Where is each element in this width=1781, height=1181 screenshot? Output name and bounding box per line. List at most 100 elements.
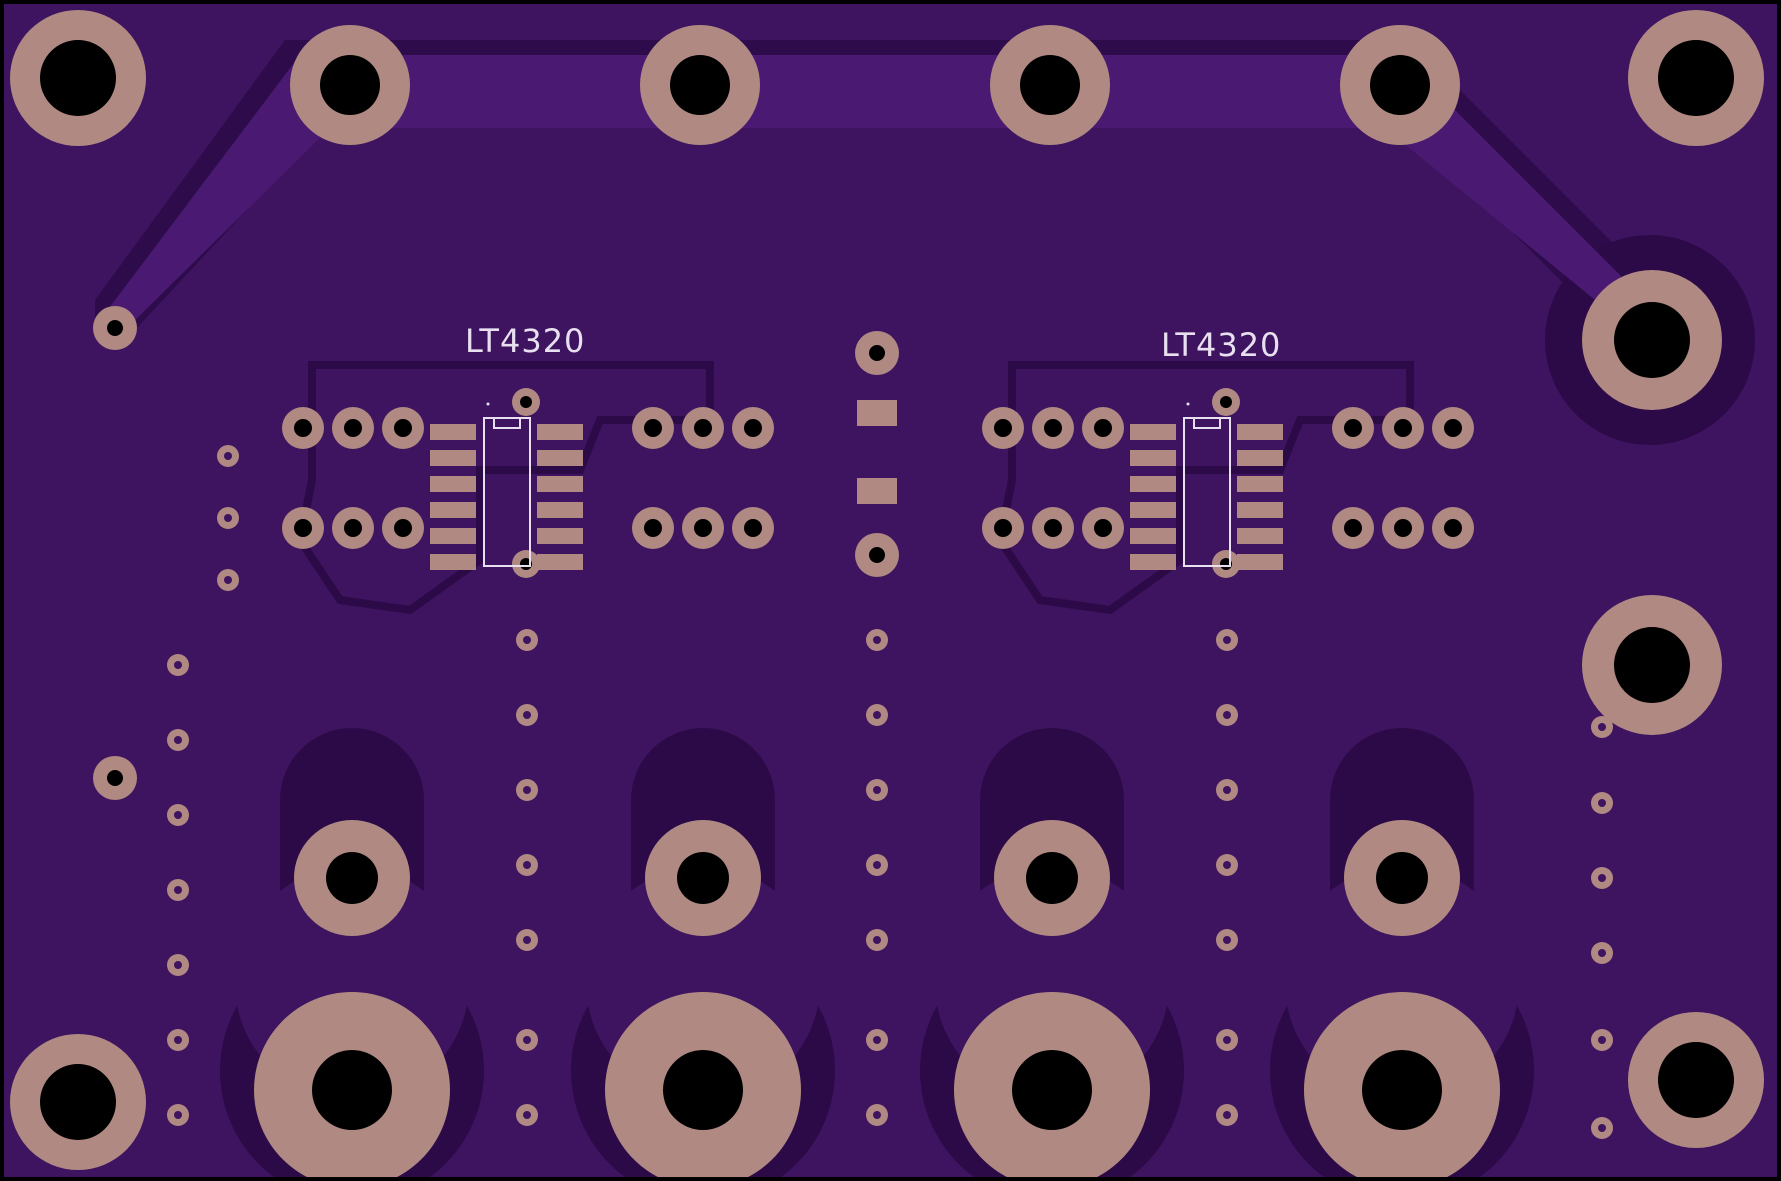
via-col-ic-right-4-hole <box>1223 861 1231 869</box>
ic-left-soic-left-1 <box>430 424 476 440</box>
via-col-center-5-hole <box>873 936 881 944</box>
via-rightcol-4-hole <box>1598 949 1606 957</box>
via-col-center-1-hole <box>873 636 881 644</box>
ic-right-soic-left-3 <box>1130 476 1176 492</box>
mount-hole-tr-drill <box>1658 40 1734 116</box>
ic-left-pin-bottom-3-drill <box>394 519 412 537</box>
ic-left-pin-top-4-drill <box>644 419 662 437</box>
via-rightcol-3-hole <box>1598 874 1606 882</box>
terminal-lower-3-drill <box>1012 1050 1092 1130</box>
ic-left-soic-right-6 <box>537 554 583 570</box>
ic-left-soic-left-3 <box>430 476 476 492</box>
ic-left-pin-bottom-5-drill <box>694 519 712 537</box>
ic-right-soic-right-6 <box>1237 554 1283 570</box>
ic-right-soic-left-1 <box>1130 424 1176 440</box>
left-test-point-lower-drill <box>107 770 123 786</box>
ic-left-pin-bottom-2-drill <box>344 519 362 537</box>
left-test-point-upper-drill <box>107 320 123 336</box>
via-col-center-7-hole <box>873 1111 881 1119</box>
via-col-center-2-hole <box>873 711 881 719</box>
ic-left-soic-left-4 <box>430 502 476 518</box>
ic-right-soic-left-2 <box>1130 450 1176 466</box>
ic-left-pin-top-5-drill <box>694 419 712 437</box>
right-terminal-lower-drill <box>1614 627 1690 703</box>
ic-right-pin-bottom-2-drill <box>1044 519 1062 537</box>
ic-left-soic-right-5 <box>537 528 583 544</box>
via-leftcol-b-3-hole <box>174 811 182 819</box>
via-leftcol-b-4-hole <box>174 886 182 894</box>
ic-right-soic-left-4 <box>1130 502 1176 518</box>
center-tp-upper-drill <box>869 345 885 361</box>
ic-left-soic-left-6 <box>430 554 476 570</box>
right-terminal-upper-drill <box>1614 302 1690 378</box>
ic-right-pin-top-1-drill <box>994 419 1012 437</box>
center-smd-pad-lower <box>857 478 897 504</box>
ic-right-pin-bottom-3-drill <box>1094 519 1112 537</box>
ic-left-via-top-drill <box>520 396 532 408</box>
via-rightcol-2-hole <box>1598 799 1606 807</box>
center-tp-lower-drill <box>869 547 885 563</box>
top-connector-1-drill <box>320 55 380 115</box>
via-col-ic-right-7-hole <box>1223 1111 1231 1119</box>
ic-left-pin-bottom-1-drill <box>294 519 312 537</box>
ic-right-soic-left-6 <box>1130 554 1176 570</box>
ic-right-soic-right-3 <box>1237 476 1283 492</box>
ic-left-soic-left-2 <box>430 450 476 466</box>
via-leftcol-b-6-hole <box>174 1036 182 1044</box>
terminal-lower-4-drill <box>1362 1050 1442 1130</box>
terminal-upper-4-drill <box>1376 852 1428 904</box>
ic-right-pin-bottom-1-drill <box>994 519 1012 537</box>
top-connector-2-drill <box>670 55 730 115</box>
via-col-ic-left-3-hole <box>523 786 531 794</box>
ic-left-pin-bottom-6-drill <box>744 519 762 537</box>
ic-left-pin-top-6-drill <box>744 419 762 437</box>
via-col-ic-left-1-hole <box>523 636 531 644</box>
ic-right-pin-top-3-drill <box>1094 419 1112 437</box>
terminal-upper-3-drill <box>1026 852 1078 904</box>
terminal-upper-1-drill <box>326 852 378 904</box>
via-leftcol-b-2-hole <box>174 736 182 744</box>
ic-right-pin-bottom-4-drill <box>1344 519 1362 537</box>
mount-hole-bl-drill <box>40 1064 116 1140</box>
top-connector-3-drill <box>1020 55 1080 115</box>
ic-right-pin-top-4-drill <box>1344 419 1362 437</box>
via-col-center-4-hole <box>873 861 881 869</box>
via-col-ic-left-6-hole <box>523 1036 531 1044</box>
via-col-ic-left-5-hole <box>523 936 531 944</box>
terminal-upper-2-drill <box>677 852 729 904</box>
ic-right-pin-bottom-6-drill <box>1444 519 1462 537</box>
ic-left-soic-right-1 <box>537 424 583 440</box>
ic-right-soic-right-2 <box>1237 450 1283 466</box>
top-bus-trace <box>100 55 1660 345</box>
ic-right-pin-bottom-5-drill <box>1394 519 1412 537</box>
ic-right-label: LT4320 <box>1161 326 1281 364</box>
ic-right-via-top-drill <box>1220 396 1232 408</box>
ic-left-pin1-dot <box>486 402 490 406</box>
ic-right-soic-right-4 <box>1237 502 1283 518</box>
ic-left-soic-outline <box>483 417 531 567</box>
via-leftcol-b-5-hole <box>174 961 182 969</box>
top-connector-4-drill <box>1370 55 1430 115</box>
via-col-center-3-hole <box>873 786 881 794</box>
drill-hole-layer <box>40 40 1734 1140</box>
ic-left-label: LT4320 <box>465 322 585 360</box>
silkscreen-layer <box>483 402 1231 567</box>
ic-right-soic-left-5 <box>1130 528 1176 544</box>
ic-left-soic-right-2 <box>537 450 583 466</box>
ic-left-pin-top-2-drill <box>344 419 362 437</box>
ic-left-soic-left-5 <box>430 528 476 544</box>
via-col-ic-left-4-hole <box>523 861 531 869</box>
ic-right-soic-right-5 <box>1237 528 1283 544</box>
ic-left-soic-right-3 <box>537 476 583 492</box>
terminal-lower-1-drill <box>312 1050 392 1130</box>
via-leftcol-a-3-hole <box>224 576 232 584</box>
via-col-ic-right-1-hole <box>1223 636 1231 644</box>
via-col-ic-left-2-hole <box>523 711 531 719</box>
copper-trace-layer <box>100 55 1660 345</box>
via-leftcol-b-1-hole <box>174 661 182 669</box>
via-col-ic-right-5-hole <box>1223 936 1231 944</box>
via-leftcol-a-2-hole <box>224 514 232 522</box>
